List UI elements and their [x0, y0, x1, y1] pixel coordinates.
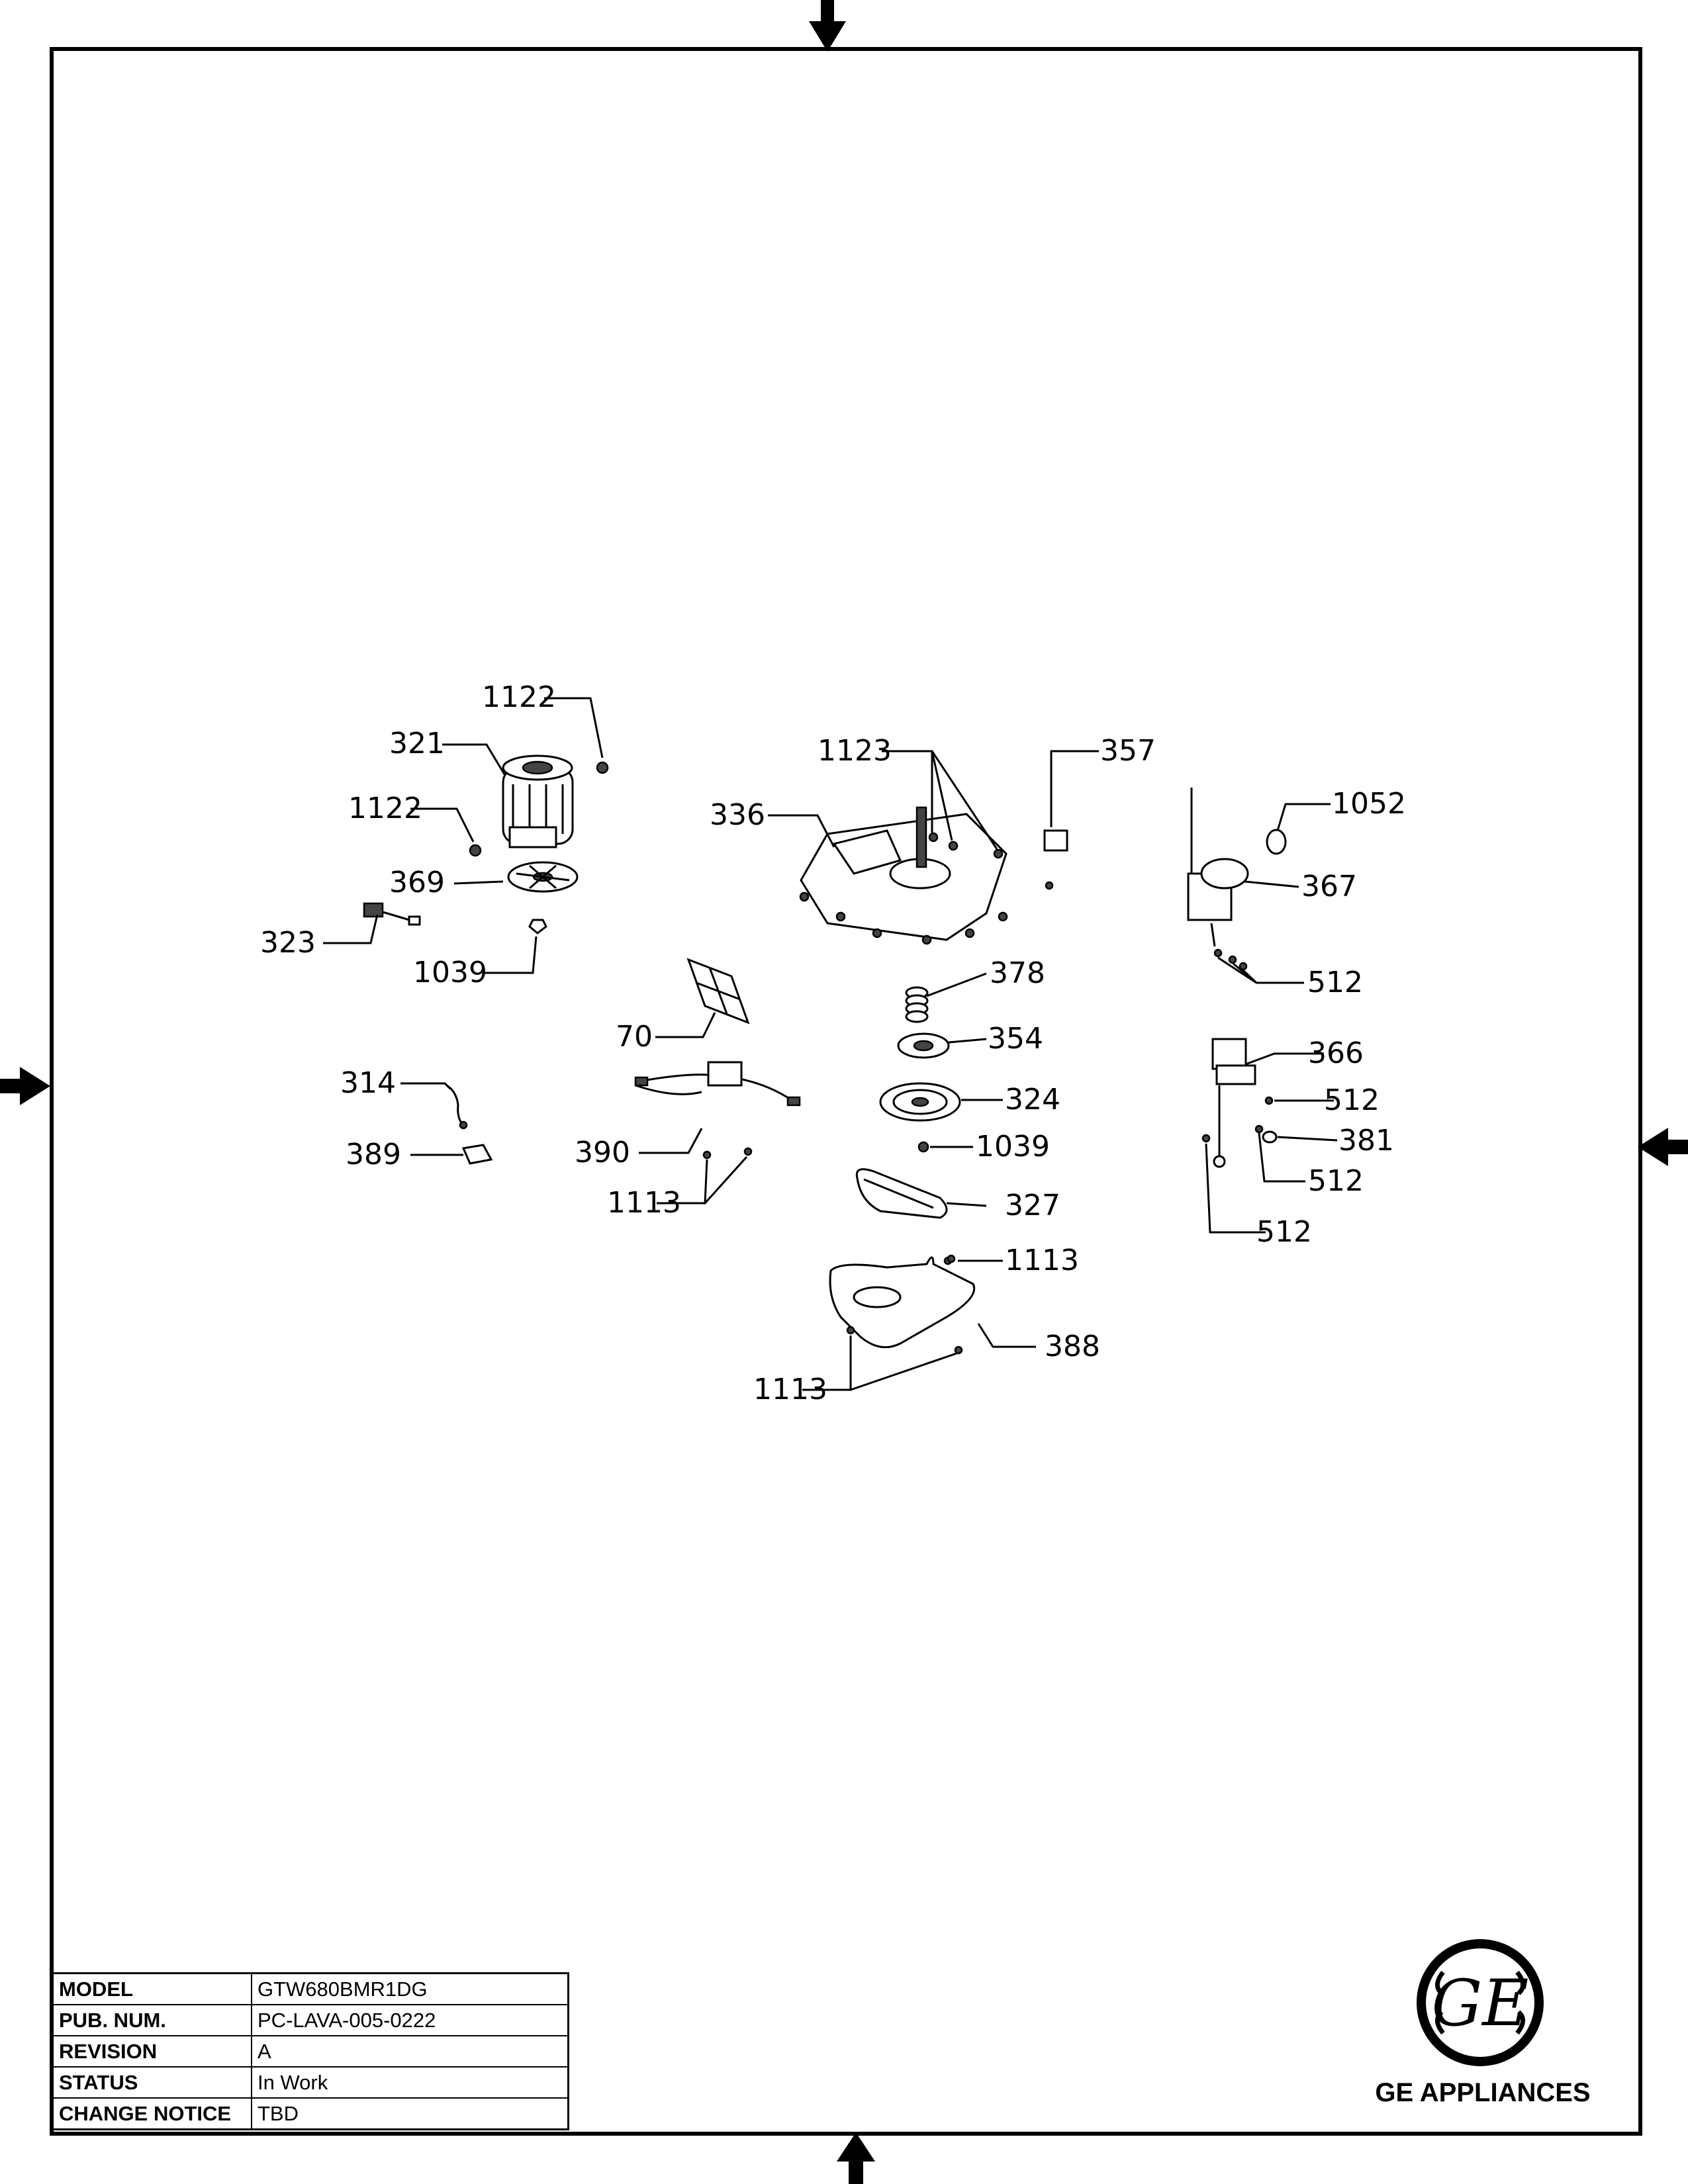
callout-321: 321: [389, 727, 445, 760]
harness-clip-314-part: [446, 1084, 468, 1130]
pub-num-value: PC-LAVA-005-0222: [251, 2004, 569, 2036]
callout-327: 327: [1005, 1189, 1060, 1222]
pub-num-label: PUB. NUM.: [52, 2004, 252, 2036]
pulley-324-part: [879, 1082, 961, 1122]
callout-381: 381: [1338, 1124, 1394, 1158]
nut-1039-upper: [528, 919, 547, 934]
base-plate-part: [799, 806, 1008, 945]
title-row-pub-num: PUB. NUM. PC-LAVA-005-0222: [52, 2004, 569, 2036]
harness-390-part: [634, 1061, 801, 1107]
callout-367: 367: [1301, 870, 1357, 903]
title-row-revision: REVISION A: [52, 2035, 569, 2068]
valve-366-part: [1211, 1038, 1256, 1168]
fan-part: [507, 861, 579, 893]
callout-354: 354: [988, 1022, 1043, 1056]
model-value: GTW680BMR1DG: [251, 1972, 569, 2005]
callout-1113-bottom: 1113: [753, 1373, 827, 1406]
pump-367-part: [1187, 788, 1249, 947]
callout-314: 314: [340, 1066, 396, 1100]
callout-1113-left: 1113: [607, 1186, 681, 1220]
callout-1113-right: 1113: [1005, 1244, 1079, 1277]
sheet-70-part: [686, 958, 750, 1024]
screws-512-pump: [1213, 948, 1248, 971]
callout-378: 378: [990, 956, 1045, 990]
spring-378-part: [905, 986, 929, 1023]
registration-arrow-top: [809, 0, 846, 52]
title-row-status: STATUS In Work: [52, 2066, 569, 2099]
ge-appliances-text: GE APPLIANCES: [1375, 2078, 1591, 2107]
screw-1113-right: [947, 1254, 956, 1263]
callout-388: 388: [1045, 1330, 1100, 1363]
clamp-381-part: [1262, 1130, 1278, 1144]
title-row-change-notice: CHANGE NOTICE TBD: [52, 2097, 569, 2130]
nut-1039-lower: [917, 1141, 929, 1153]
screws-1123: [928, 832, 1004, 859]
callout-512-pump: 512: [1307, 966, 1363, 999]
motor-part: [502, 754, 574, 848]
callout-357: 357: [1100, 734, 1156, 768]
callout-1123: 1123: [818, 734, 892, 768]
registration-arrow-right: [1638, 1128, 1688, 1166]
revision-value: A: [251, 2035, 569, 2068]
callout-324: 324: [1005, 1083, 1060, 1116]
callout-70: 70: [616, 1020, 653, 1054]
belt-327-part: [855, 1168, 948, 1219]
leader-lines: [323, 697, 1338, 1391]
ge-monogram: GE: [1432, 1966, 1529, 2040]
bracket-389-part: [461, 1144, 493, 1165]
bracket-357-part: [1043, 829, 1068, 890]
screw-1122-lower: [469, 844, 482, 857]
callout-390: 390: [575, 1136, 630, 1169]
screws-1113-left: [702, 1147, 753, 1160]
title-block: MODEL GTW680BMR1DG PUB. NUM. PC-LAVA-005…: [52, 1972, 569, 2130]
callout-369: 369: [389, 866, 445, 899]
callout-1122-upper: 1122: [482, 680, 556, 714]
callout-336: 336: [710, 798, 765, 832]
switch-part: [363, 902, 421, 926]
change-notice-value: TBD: [251, 2097, 569, 2130]
title-row-model: MODEL GTW680BMR1DG: [52, 1972, 569, 2005]
status-value: In Work: [251, 2066, 569, 2099]
callout-366: 366: [1308, 1036, 1364, 1070]
ge-monogram-icon: GE: [1417, 1939, 1544, 2066]
status-label: STATUS: [52, 2066, 252, 2099]
screws-512-valve: [1201, 1096, 1274, 1143]
change-notice-label: CHANGE NOTICE: [52, 2097, 252, 2130]
revision-label: REVISION: [52, 2035, 252, 2068]
callout-1122-lower: 1122: [348, 792, 422, 825]
model-label: MODEL: [52, 1972, 252, 2005]
screw-1122-upper: [596, 761, 609, 774]
clamp-1052-part: [1266, 829, 1287, 855]
gear-354-part: [897, 1032, 950, 1059]
ge-logo: GE GE APPLIANCES: [1364, 1933, 1602, 2107]
registration-arrow-left: [0, 1067, 50, 1105]
callout-1039-lower: 1039: [976, 1130, 1050, 1163]
housing-388-part: [829, 1256, 975, 1355]
callout-512-valve-middle: 512: [1308, 1164, 1364, 1198]
callout-512-valve-lower: 512: [1256, 1215, 1312, 1249]
callout-512-valve-upper: 512: [1324, 1083, 1380, 1117]
callout-323: 323: [260, 926, 316, 960]
callout-389: 389: [346, 1138, 401, 1171]
page-frame: [50, 47, 1642, 2136]
callout-1039-upper: 1039: [413, 956, 487, 989]
registration-arrow-bottom: [837, 2132, 875, 2184]
callout-1052: 1052: [1332, 787, 1406, 821]
